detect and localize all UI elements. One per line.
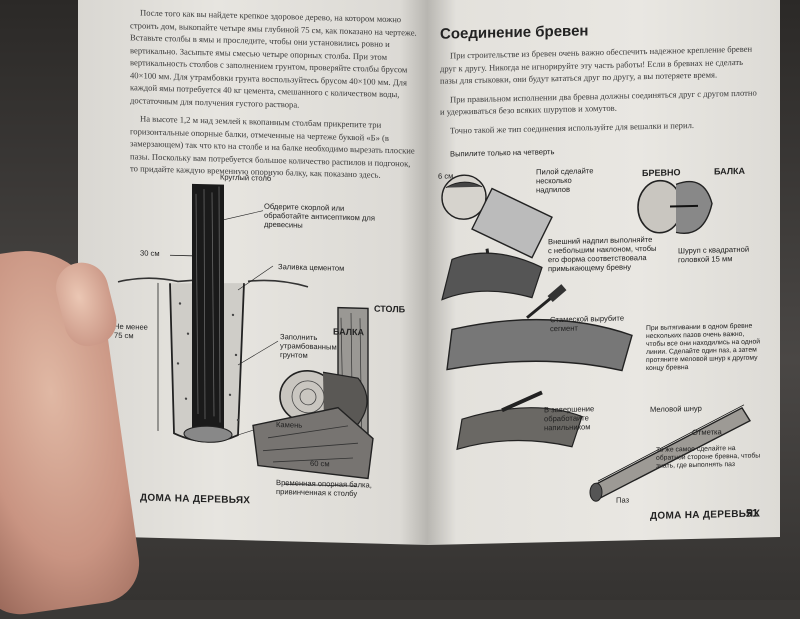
label-saw-note: Пилой сделайте несколько надпилов <box>536 166 594 195</box>
right-page: Соединение бревен При строительстве из б… <box>428 0 780 545</box>
label-chisel: Стамеской вырубите сегмент <box>550 313 625 334</box>
label-min-depth: Не менее 75 см <box>114 321 148 341</box>
label-rasp: В завершение обработайте напильником <box>544 404 595 433</box>
label-log: БРЕВНО <box>642 167 681 179</box>
label-other-side: То же самое сделайте на обратной стороне… <box>656 445 761 470</box>
left-running-title: ДОМА НА ДЕРЕВЬЯХ <box>140 492 251 507</box>
label-dim-6: 6 см <box>438 171 454 181</box>
right-text-block: При строительстве из бревен очень важно … <box>440 42 760 142</box>
label-groove: Паз <box>616 495 630 505</box>
right-running-title: ДОМА НА ДЕРЕВЬЯХ <box>650 508 761 522</box>
label-mark: Отметка <box>692 427 722 438</box>
left-paragraph-1: После того как вы найдете крепкое здоров… <box>130 7 417 110</box>
label-temp-beam: Временная опорная балка, привинченная к … <box>276 478 372 499</box>
left-page: После того как вы найдете крепкое здоров… <box>78 0 428 546</box>
right-paragraph-3: Точно такой же тип соединения используйт… <box>450 119 695 136</box>
label-screw: Шуруп с квадратной головкой 15 мм <box>678 244 750 265</box>
label-post: СТОЛБ <box>374 303 406 315</box>
right-page-number: 51 <box>746 507 759 520</box>
label-outer-cut: Внешний надпил выполняйте с небольшим на… <box>548 234 657 274</box>
right-paragraph-2: При правильном исполнении два бревна дол… <box>440 87 757 117</box>
label-bark-note: Обдеритe скорлой или обработайте антисеп… <box>264 201 375 230</box>
right-paragraph-1: При строительстве из бревен очень важно … <box>440 43 753 86</box>
label-fitting-note: При вытягивании в одном бревне нескольки… <box>646 322 761 373</box>
label-round-post: Круглый столб <box>220 172 272 183</box>
label-dim-60: 60 см <box>310 458 330 469</box>
label-stone: Камень <box>276 420 303 430</box>
left-text-block: После того как вы найдете крепкое здоров… <box>130 6 420 188</box>
post-foundation-illustration <box>117 183 374 487</box>
label-cement-fill: Заливка цементом <box>278 262 345 273</box>
label-chalk-line: Меловой шнур <box>650 403 702 414</box>
beam-log-sketch <box>252 306 374 487</box>
section-heading: Соединение бревен <box>440 22 589 43</box>
label-beam: БАЛКА <box>333 326 365 338</box>
label-dim-30: 30 см <box>140 248 160 258</box>
log-joint-illustration <box>441 174 751 502</box>
label-joint-beam: БАЛКА <box>714 165 746 177</box>
